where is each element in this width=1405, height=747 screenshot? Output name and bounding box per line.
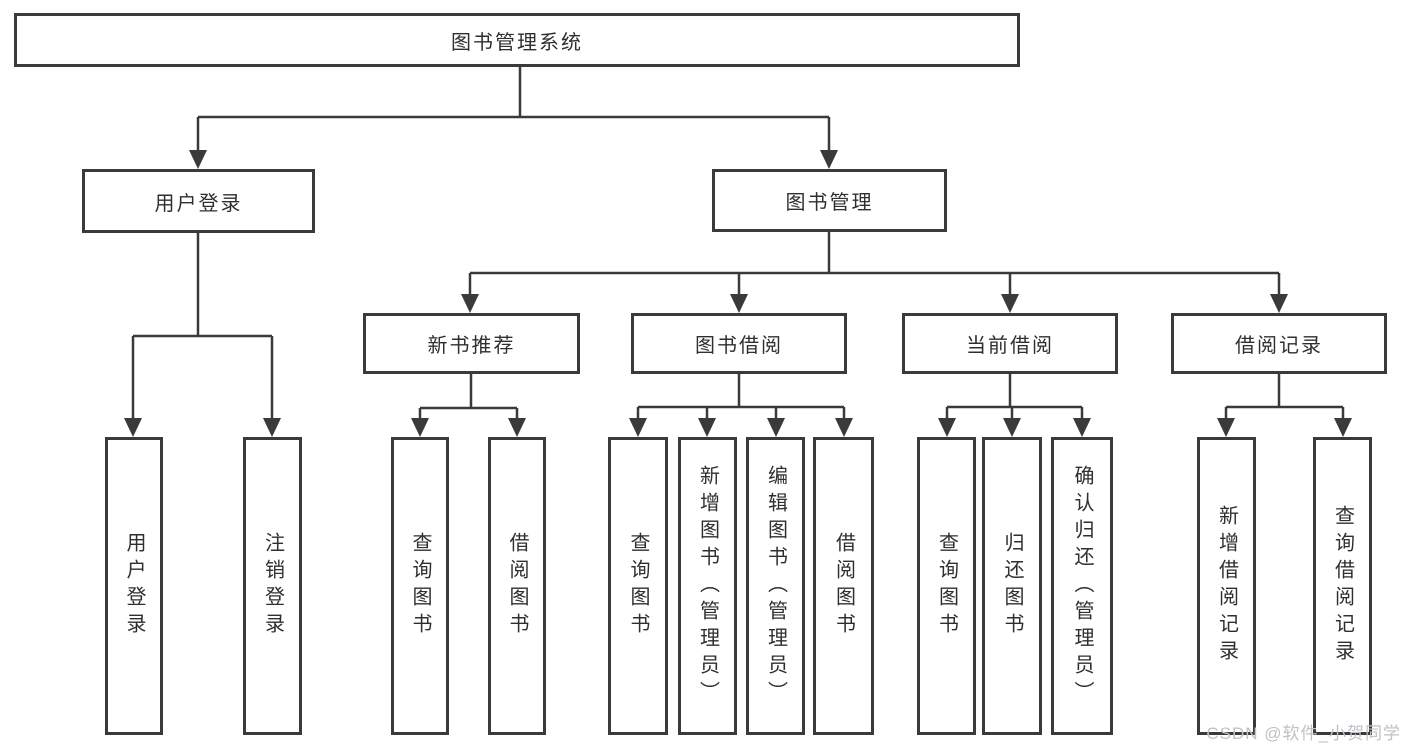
node-user-login: 用户登录 (82, 169, 315, 233)
leaf-logout-login: 注销登录 (243, 437, 302, 735)
leaf-label: 新增借阅记录 (1215, 505, 1238, 667)
node-new-book-recommend: 新书推荐 (363, 313, 580, 374)
connector-borrow-records-group (1224, 373, 1345, 421)
leaf-label: 注销登录 (261, 532, 284, 640)
leaf-label: 查询图书 (409, 532, 431, 640)
leaf-edit-book-admin: 编辑图书（管理员） (746, 437, 805, 735)
leaf-query-books-recommend: 查询图书 (391, 437, 449, 735)
leaf-label: 借阅图书 (832, 532, 855, 640)
leaf-query-borrow-record: 查询借阅记录 (1313, 437, 1372, 735)
leaf-add-book-admin: 新增图书（管理员） (678, 437, 737, 735)
leaf-label: 查询借阅记录 (1331, 505, 1354, 667)
csdn-watermark: CSDN @软件_小贺同学 (1206, 724, 1401, 743)
node-borrow-records: 借阅记录 (1171, 313, 1387, 374)
leaf-label: 用户登录 (123, 532, 145, 640)
leaf-add-borrow-record: 新增借阅记录 (1197, 437, 1256, 735)
node-label: 图书管理 (785, 192, 874, 214)
node-label: 当前借阅 (966, 335, 1054, 357)
node-label: 图书借阅 (695, 335, 783, 357)
connector-book-borrow-group (636, 373, 846, 421)
node-label: 用户登录 (154, 192, 243, 215)
leaf-query-books-borrow: 查询图书 (608, 437, 668, 735)
leaf-label: 新增图书（管理员） (696, 464, 719, 708)
leaf-label: 归还图书 (1001, 532, 1023, 640)
leaf-borrow-books-borrow: 借阅图书 (813, 437, 874, 735)
connector-book-management-to-level2 (468, 231, 1281, 296)
node-book-management: 图书管理 (712, 169, 947, 232)
leaf-query-books-current: 查询图书 (917, 437, 976, 735)
connector-current-borrow-group (945, 373, 1084, 421)
leaf-confirm-return-admin: 确认归还（管理员） (1051, 437, 1113, 735)
leaf-label: 编辑图书（管理员） (764, 464, 787, 708)
leaf-label: 确认归还（管理员） (1071, 464, 1093, 708)
node-library-system: 图书管理系统 (14, 13, 1020, 67)
leaf-borrow-books-recommend: 借阅图书 (488, 437, 546, 735)
leaf-label: 查询图书 (935, 532, 958, 640)
leaf-user-login: 用户登录 (105, 437, 163, 735)
connector-new-book-group (418, 373, 519, 421)
leaf-label: 查询图书 (627, 532, 649, 640)
node-label: 新书推荐 (427, 335, 516, 357)
node-book-borrow: 图书借阅 (631, 313, 847, 374)
connector-user-login-group (131, 231, 274, 420)
leaf-return-books: 归还图书 (982, 437, 1042, 735)
node-label: 图书管理系统 (451, 31, 583, 54)
node-label: 借阅记录 (1235, 335, 1323, 357)
leaf-label: 借阅图书 (506, 532, 528, 640)
node-current-borrow: 当前借阅 (902, 313, 1118, 374)
connector-root-to-level1 (196, 66, 831, 152)
